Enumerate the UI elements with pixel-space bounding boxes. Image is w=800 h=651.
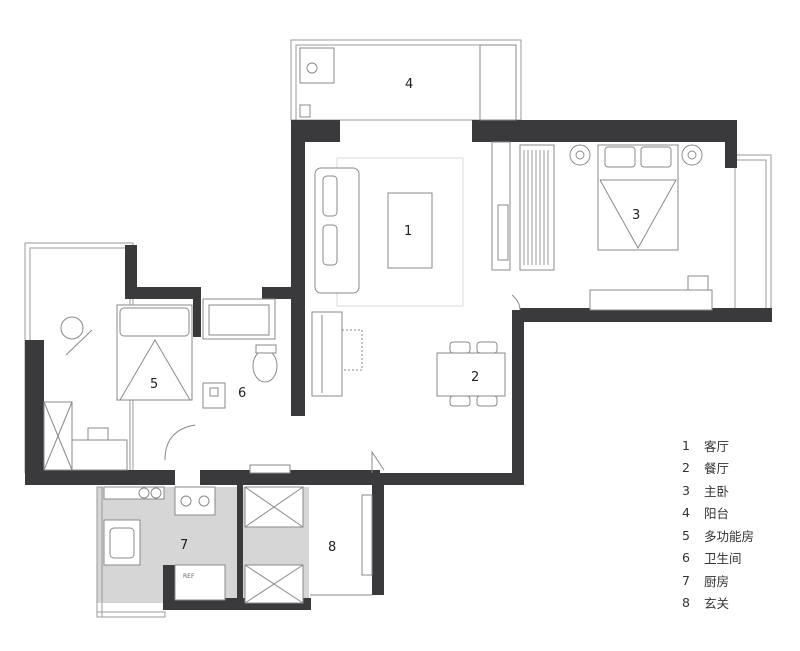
room-number-7: 7: [180, 538, 188, 553]
bathroom-fixtures: [202, 298, 278, 409]
legend-room-name: 厨房: [704, 573, 730, 589]
legend-item: 2 餐厅: [682, 457, 754, 480]
walls: [25, 120, 772, 610]
balcony-washer: [299, 44, 517, 121]
room-number-1: 1: [404, 224, 412, 239]
room-number-4: 4: [405, 77, 413, 92]
legend-item: 3 主卧: [682, 479, 754, 502]
legend-room-name: 多功能房: [704, 528, 755, 544]
legend-number: 8: [682, 595, 690, 611]
legend-number: 3: [682, 482, 690, 498]
legend-item: 7 厨房: [682, 569, 754, 592]
legend-number: 7: [682, 572, 690, 588]
legend-number: 1: [682, 437, 690, 453]
room-number-5: 5: [150, 377, 158, 392]
room-number-6: 6: [238, 386, 246, 401]
legend-item: 8 玄关: [682, 592, 754, 615]
legend-room-name: 客厅: [704, 438, 730, 454]
legend-number: 4: [682, 505, 690, 521]
room-number-3: 3: [632, 208, 640, 223]
legend-number: 2: [682, 460, 690, 476]
appliance-label: REF: [183, 573, 195, 580]
legend-item: 4 阳台: [682, 502, 754, 525]
legend-item: 1 客厅: [682, 434, 754, 457]
legend-room-name: 餐厅: [704, 461, 730, 477]
dining-table: [436, 341, 506, 407]
piano: [311, 311, 363, 397]
room-number-2: 2: [471, 370, 479, 385]
legend-item: 5 多功能房: [682, 524, 754, 547]
kitchen-fixtures: REF: [103, 464, 304, 604]
legend-number: 5: [682, 527, 690, 543]
master-bedroom-furniture: [511, 144, 713, 311]
room-legend: 1 客厅 2 餐厅 3 主卧 4 阳台 5 多功能房 6 卫生间 7 厨房 8 玄关: [682, 434, 754, 614]
room-number-8: 8: [328, 540, 336, 555]
legend-room-name: 阳台: [704, 506, 730, 522]
multipurpose-room-furniture: [43, 304, 196, 471]
legend-room-name: 主卧: [704, 483, 730, 499]
legend-item: 6 卫生间: [682, 547, 754, 570]
legend-room-name: 卫生间: [704, 551, 742, 567]
living-room-furniture: [314, 141, 511, 307]
legend-room-name: 玄关: [704, 596, 730, 612]
entry-fixtures: [310, 450, 385, 596]
legend-number: 6: [682, 550, 690, 566]
